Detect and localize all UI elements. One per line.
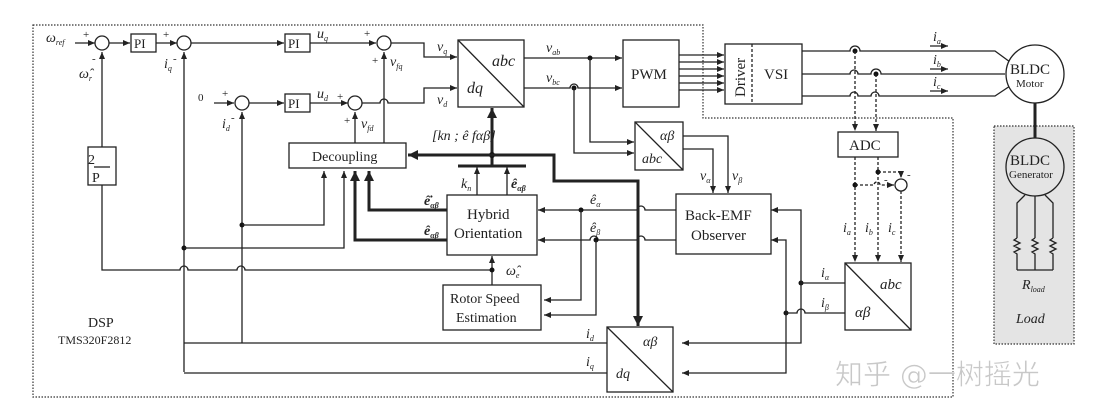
sum-ic [894,178,908,192]
hybrid-label-1: Hybrid [467,207,510,223]
dq-abc-top-label: abc [492,53,515,70]
gain-denominator: P [92,171,100,186]
plus-sign: + [344,115,350,127]
driver-vsi-block [724,43,803,105]
ia-out-label: ia [933,30,941,46]
id-fb-label: id [222,117,231,133]
abc-ab-v-bottom-label: abc [642,152,663,167]
decoupling-block [288,142,407,169]
hybrid-orientation-block [446,194,538,256]
ibeta-label: iβ [821,296,829,312]
vfd-label: vfd [361,117,374,133]
pi-q-label: PI [288,36,300,51]
valpha-label: vα [700,169,711,185]
ib-label: ib [865,221,873,237]
backemf-label-1: Back-EMF [685,208,752,224]
back-emf-observer-block [675,193,772,255]
ud-label: ud [317,87,329,103]
sum-id [234,95,250,111]
ealpha-label: êα [590,193,601,209]
sum-iq [176,35,192,51]
minus-sign: - [907,169,911,181]
dq-abc-bottom-label: dq [467,80,483,97]
abc-ab-i-bottom-label: αβ [855,305,871,321]
minus-sign: - [173,53,177,65]
adc-label: ADC [849,138,881,154]
kn-label: kn [461,177,471,193]
w-ref-label: ωref [46,31,66,47]
dsp-label: DSP [88,316,114,331]
ialpha-label: iα [821,266,830,282]
ab-dq-bottom-label: dq [616,367,630,382]
plus-sign: + [364,28,370,40]
ed-dot-label: ê̇αβ [424,194,440,210]
rload-label: Rload [1021,278,1046,294]
backemf-label-2: Observer [691,228,746,244]
uq-label: uq [317,27,328,43]
vbc-label: vbc [546,71,560,87]
kn-vector-label: [kn ; ê fαβ] [432,129,496,144]
ebeta-label: êβ [590,221,600,237]
plus-sign: + [163,29,169,41]
sum-vd [347,95,363,111]
pi-speed-label: PI [134,36,146,51]
abc-ab-v-top-label: αβ [660,129,674,144]
rotor-speed-label-2: Estimation [456,311,517,326]
generator-name: BLDC [1010,153,1050,169]
vsi-label: VSI [764,67,788,83]
id-label: id [586,327,595,343]
driver-label: Driver [733,58,749,97]
gain-block [87,146,117,186]
dsp-boundary [32,24,954,398]
ab-dq-top-label: αβ [643,335,657,350]
pwm-signal-lines [679,52,724,93]
plus-sign: + [83,29,89,41]
pi-d-label: PI [288,96,300,111]
plus-sign: + [337,91,343,103]
vab-label: vab [546,41,560,57]
we-label: ω̂e [506,264,522,280]
gain-numerator: 2 [88,153,95,168]
vq-label: vq [437,40,447,56]
pwm-block [622,39,680,108]
hybrid-label-2: Orientation [454,226,523,242]
zero-ref-label: 0 [198,92,204,104]
ef-label: êαβ [511,177,527,193]
dsp-model-label: TMS320F2812 [58,333,131,347]
ed-label: êαβ [424,224,440,240]
abc-ab-i-top-label: abc [880,277,902,293]
load-label: Load [1015,312,1046,327]
minus-sign: - [92,53,96,65]
motor-name: BLDC [1010,62,1050,78]
vfq-label: vfq [390,55,402,71]
sum-speed [94,35,110,51]
minus-sign: - [884,174,888,186]
iq-fb-label: iq [164,57,172,73]
pwm-label: PWM [631,67,667,83]
vbeta-label: vβ [732,169,742,185]
minus-sign: - [231,112,235,124]
ic-label: ic [888,221,896,237]
vd-label: vd [437,93,448,109]
ib-out-label: ib [933,53,941,69]
rotor-speed-estimation-block [442,284,542,331]
watermark: 知乎 @一树摇光 [835,358,1040,391]
sum-vq [376,35,392,51]
decoupling-label: Decoupling [312,150,377,165]
motor-sub: Motor [1016,78,1044,90]
iq-label: iq [586,355,594,371]
plus-sign: + [372,55,378,67]
plus-sign: + [222,88,228,100]
ic-out-label: ic [933,75,941,91]
w-r-label: ω̂r [79,67,95,83]
adc-block [837,131,899,158]
generator-sub: Generator [1009,169,1053,181]
rotor-speed-label-1: Rotor Speed [450,292,520,307]
ia-label: ia [843,221,851,237]
